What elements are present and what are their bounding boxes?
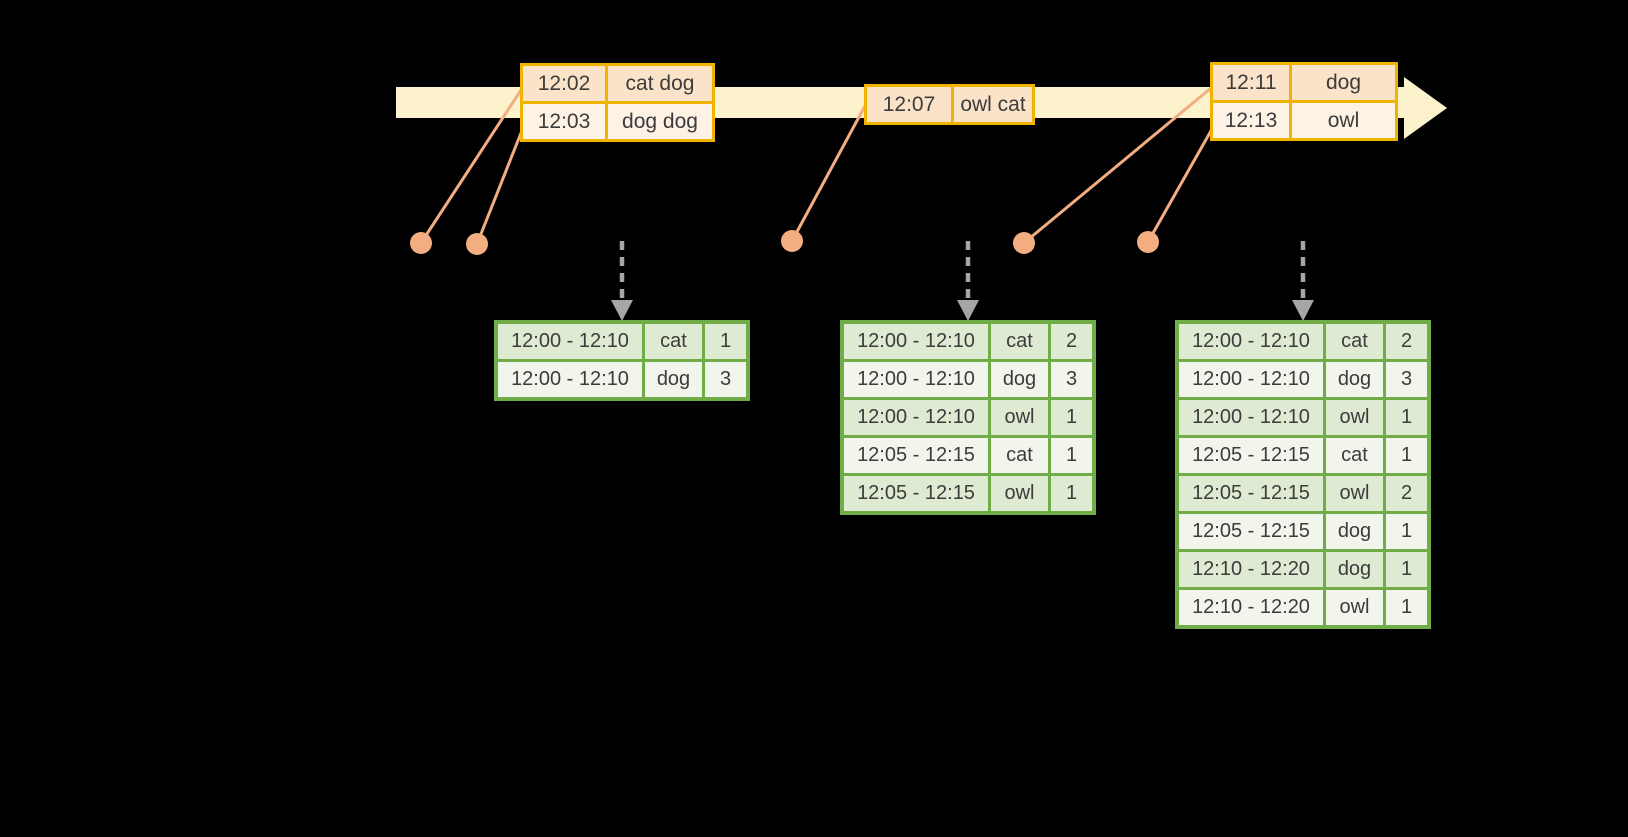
word-cell: cat bbox=[991, 324, 1048, 359]
word-cell: dog bbox=[1326, 552, 1383, 587]
count-cell: 1 bbox=[1051, 476, 1092, 511]
word-cell: owl bbox=[1326, 400, 1383, 435]
result-table-2: 12:00 - 12:10 cat 2 12:00 - 12:10 dog 3 … bbox=[840, 320, 1096, 515]
event-time: 12:02 bbox=[523, 66, 605, 101]
count-cell: 1 bbox=[1051, 400, 1092, 435]
word-cell: dog bbox=[991, 362, 1048, 397]
result-row: 12:00 - 12:10 dog 3 bbox=[1179, 362, 1427, 397]
window-cell: 12:05 - 12:15 bbox=[1179, 438, 1323, 473]
event-row: 12:11 dog bbox=[1213, 65, 1395, 100]
result-row: 12:05 - 12:15 owl 1 bbox=[844, 476, 1092, 511]
trigger-arrow bbox=[957, 241, 979, 321]
word-cell: owl bbox=[1326, 476, 1383, 511]
window-cell: 12:00 - 12:10 bbox=[1179, 324, 1323, 359]
word-cell: dog bbox=[645, 362, 702, 397]
result-row: 12:10 - 12:20 dog 1 bbox=[1179, 552, 1427, 587]
word-cell: owl bbox=[991, 400, 1048, 435]
result-row: 12:00 - 12:10 cat 1 bbox=[498, 324, 746, 359]
count-cell: 1 bbox=[1386, 590, 1427, 625]
count-cell: 3 bbox=[1051, 362, 1092, 397]
result-table-3: 12:00 - 12:10 cat 2 12:00 - 12:10 dog 3 … bbox=[1175, 320, 1431, 629]
result-row: 12:05 - 12:15 owl 2 bbox=[1179, 476, 1427, 511]
result-row: 12:05 - 12:15 cat 1 bbox=[1179, 438, 1427, 473]
count-cell: 2 bbox=[1051, 324, 1092, 359]
event-dot bbox=[466, 233, 488, 255]
window-cell: 12:00 - 12:10 bbox=[498, 362, 642, 397]
word-cell: cat bbox=[645, 324, 702, 359]
window-cell: 12:05 - 12:15 bbox=[1179, 476, 1323, 511]
window-cell: 12:05 - 12:15 bbox=[844, 438, 988, 473]
event-dot bbox=[1013, 232, 1035, 254]
event-words: owl cat bbox=[954, 87, 1032, 122]
count-cell: 3 bbox=[1386, 362, 1427, 397]
word-cell: cat bbox=[1326, 324, 1383, 359]
window-cell: 12:00 - 12:10 bbox=[844, 400, 988, 435]
word-cell: owl bbox=[1326, 590, 1383, 625]
window-cell: 12:00 - 12:10 bbox=[1179, 362, 1323, 397]
window-cell: 12:05 - 12:15 bbox=[1179, 514, 1323, 549]
timeline-arrowhead-icon bbox=[1404, 77, 1447, 139]
result-row: 12:05 - 12:15 dog 1 bbox=[1179, 514, 1427, 549]
event-connector-line bbox=[1146, 128, 1214, 243]
event-table-3: 12:11 dog 12:13 owl bbox=[1210, 62, 1398, 141]
event-connector-line bbox=[475, 127, 525, 245]
trigger-arrow bbox=[1292, 241, 1314, 321]
event-row: 12:02 cat dog bbox=[523, 66, 712, 101]
count-cell: 1 bbox=[705, 324, 746, 359]
result-row: 12:00 - 12:10 dog 3 bbox=[498, 362, 746, 397]
window-cell: 12:00 - 12:10 bbox=[498, 324, 642, 359]
result-row: 12:00 - 12:10 owl 1 bbox=[1179, 400, 1427, 435]
word-cell: cat bbox=[1326, 438, 1383, 473]
window-cell: 12:10 - 12:20 bbox=[1179, 590, 1323, 625]
event-row: 12:07 owl cat bbox=[867, 87, 1032, 122]
result-row: 12:05 - 12:15 cat 1 bbox=[844, 438, 1092, 473]
result-row: 12:00 - 12:10 cat 2 bbox=[1179, 324, 1427, 359]
count-cell: 3 bbox=[705, 362, 746, 397]
count-cell: 1 bbox=[1386, 400, 1427, 435]
event-time: 12:13 bbox=[1213, 103, 1289, 138]
event-row: 12:03 dog dog bbox=[523, 104, 712, 139]
word-cell: owl bbox=[991, 476, 1048, 511]
event-words: owl bbox=[1292, 103, 1395, 138]
result-row: 12:00 - 12:10 cat 2 bbox=[844, 324, 1092, 359]
event-words: dog bbox=[1292, 65, 1395, 100]
window-cell: 12:00 - 12:10 bbox=[1179, 400, 1323, 435]
event-row: 12:13 owl bbox=[1213, 103, 1395, 138]
count-cell: 1 bbox=[1386, 552, 1427, 587]
event-words: dog dog bbox=[608, 104, 712, 139]
result-row: 12:00 - 12:10 dog 3 bbox=[844, 362, 1092, 397]
event-time: 12:11 bbox=[1213, 65, 1289, 100]
event-time: 12:07 bbox=[867, 87, 951, 122]
count-cell: 2 bbox=[1386, 476, 1427, 511]
event-connector-line bbox=[419, 89, 523, 244]
count-cell: 1 bbox=[1051, 438, 1092, 473]
count-cell: 2 bbox=[1386, 324, 1427, 359]
trigger-arrow bbox=[611, 241, 633, 321]
word-cell: cat bbox=[991, 438, 1048, 473]
word-cell: dog bbox=[1326, 362, 1383, 397]
event-time: 12:03 bbox=[523, 104, 605, 139]
window-cell: 12:05 - 12:15 bbox=[844, 476, 988, 511]
window-cell: 12:10 - 12:20 bbox=[1179, 552, 1323, 587]
event-dot bbox=[781, 230, 803, 252]
event-connector-line bbox=[790, 103, 868, 242]
result-row: 12:00 - 12:10 owl 1 bbox=[844, 400, 1092, 435]
count-cell: 1 bbox=[1386, 438, 1427, 473]
event-table-1: 12:02 cat dog 12:03 dog dog bbox=[520, 63, 715, 142]
window-cell: 12:00 - 12:10 bbox=[844, 362, 988, 397]
event-table-2: 12:07 owl cat bbox=[864, 84, 1035, 125]
window-cell: 12:00 - 12:10 bbox=[844, 324, 988, 359]
event-words: cat dog bbox=[608, 66, 712, 101]
result-table-1: 12:00 - 12:10 cat 1 12:00 - 12:10 dog 3 bbox=[494, 320, 750, 401]
event-connector-line bbox=[1023, 86, 1212, 245]
word-cell: dog bbox=[1326, 514, 1383, 549]
event-dot bbox=[1137, 231, 1159, 253]
event-dot bbox=[410, 232, 432, 254]
count-cell: 1 bbox=[1386, 514, 1427, 549]
result-row: 12:10 - 12:20 owl 1 bbox=[1179, 590, 1427, 625]
